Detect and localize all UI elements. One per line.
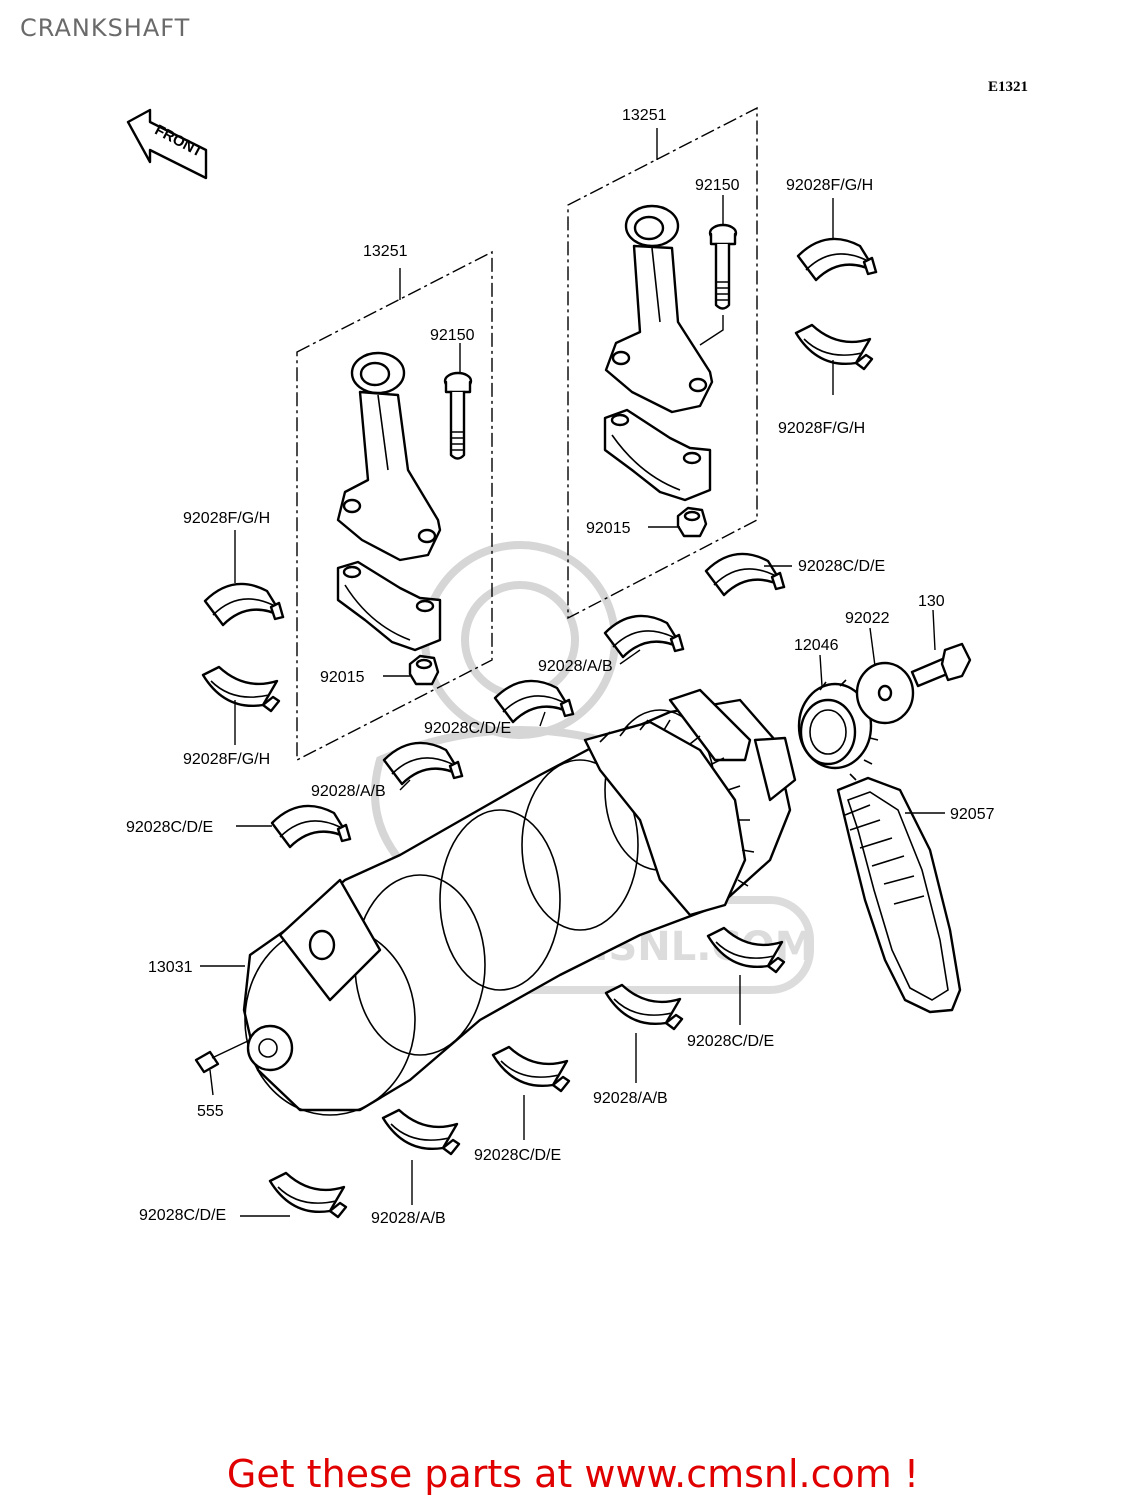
cam-chain-92057 xyxy=(836,776,962,1014)
bolt-130 xyxy=(910,642,972,688)
label-bearing-ab-1: 92028/A/B xyxy=(538,658,613,675)
label-rod-assembly-right: 13251 xyxy=(622,107,667,124)
label-bearing-fgh-top-right-1: 92028F/G/H xyxy=(786,177,873,194)
label-bearing-cde-6: 92028C/D/E xyxy=(139,1207,226,1224)
rod-bolt-right xyxy=(708,223,738,310)
label-bearing-cde-3: 92028C/D/E xyxy=(126,819,213,836)
label-rod-nut-right: 92015 xyxy=(586,520,631,537)
label-washer: 92022 xyxy=(845,610,890,627)
pin-555 xyxy=(194,1039,251,1074)
label-rod-nut-left: 92015 xyxy=(320,669,365,686)
connecting-rod-cap-left xyxy=(336,560,442,652)
crankshaft xyxy=(242,688,797,1116)
connecting-rod-left xyxy=(336,351,442,562)
diagram-code: E1321 xyxy=(988,79,1028,95)
sprocket-12046 xyxy=(797,679,879,781)
page-title: CRANKSHAFT xyxy=(20,14,191,42)
label-chain: 92057 xyxy=(950,806,995,823)
label-bearing-fgh-left-2: 92028F/G/H xyxy=(183,751,270,768)
rod-nut-right xyxy=(676,506,708,538)
rod-assembly-box-right xyxy=(567,106,758,620)
label-bearing-ab-4: 92028/A/B xyxy=(371,1210,446,1227)
label-bolt-130: 130 xyxy=(918,593,945,610)
rod-bolt-left xyxy=(443,371,473,460)
label-rod-assembly-left: 13251 xyxy=(363,243,408,260)
part-labels: 13251 13251 92150 92150 92015 92015 9202… xyxy=(126,107,995,1227)
washer-92022 xyxy=(855,661,915,725)
label-bearing-ab-2: 92028/A/B xyxy=(311,783,386,800)
label-bearing-cde-5: 92028C/D/E xyxy=(474,1147,561,1164)
label-sprocket: 12046 xyxy=(794,637,839,654)
label-bearing-cde-1: 92028C/D/E xyxy=(798,558,885,575)
label-pin: 555 xyxy=(197,1103,224,1120)
rod-assembly-box-left xyxy=(296,250,493,762)
label-crankshaft: 13031 xyxy=(148,959,193,976)
front-arrow-icon: FRONT xyxy=(126,108,208,180)
footer-cta-link[interactable]: Get these parts at www.cmsnl.com ! xyxy=(226,1452,920,1496)
leader-lines xyxy=(200,195,945,1217)
rod-nut-left xyxy=(408,654,440,686)
label-bearing-ab-3: 92028/A/B xyxy=(593,1090,668,1107)
label-bearing-cde-4: 92028C/D/E xyxy=(687,1033,774,1050)
label-bearing-cde-2: 92028C/D/E xyxy=(424,720,511,737)
label-bearing-fgh-top-right-2: 92028F/G/H xyxy=(778,420,865,437)
label-rod-bolt-right: 92150 xyxy=(695,177,740,194)
label-bearing-fgh-left-1: 92028F/G/H xyxy=(183,510,270,527)
connecting-rod-cap-right xyxy=(603,408,712,502)
connecting-rod-right xyxy=(604,204,714,414)
label-rod-bolt-left: 92150 xyxy=(430,327,475,344)
